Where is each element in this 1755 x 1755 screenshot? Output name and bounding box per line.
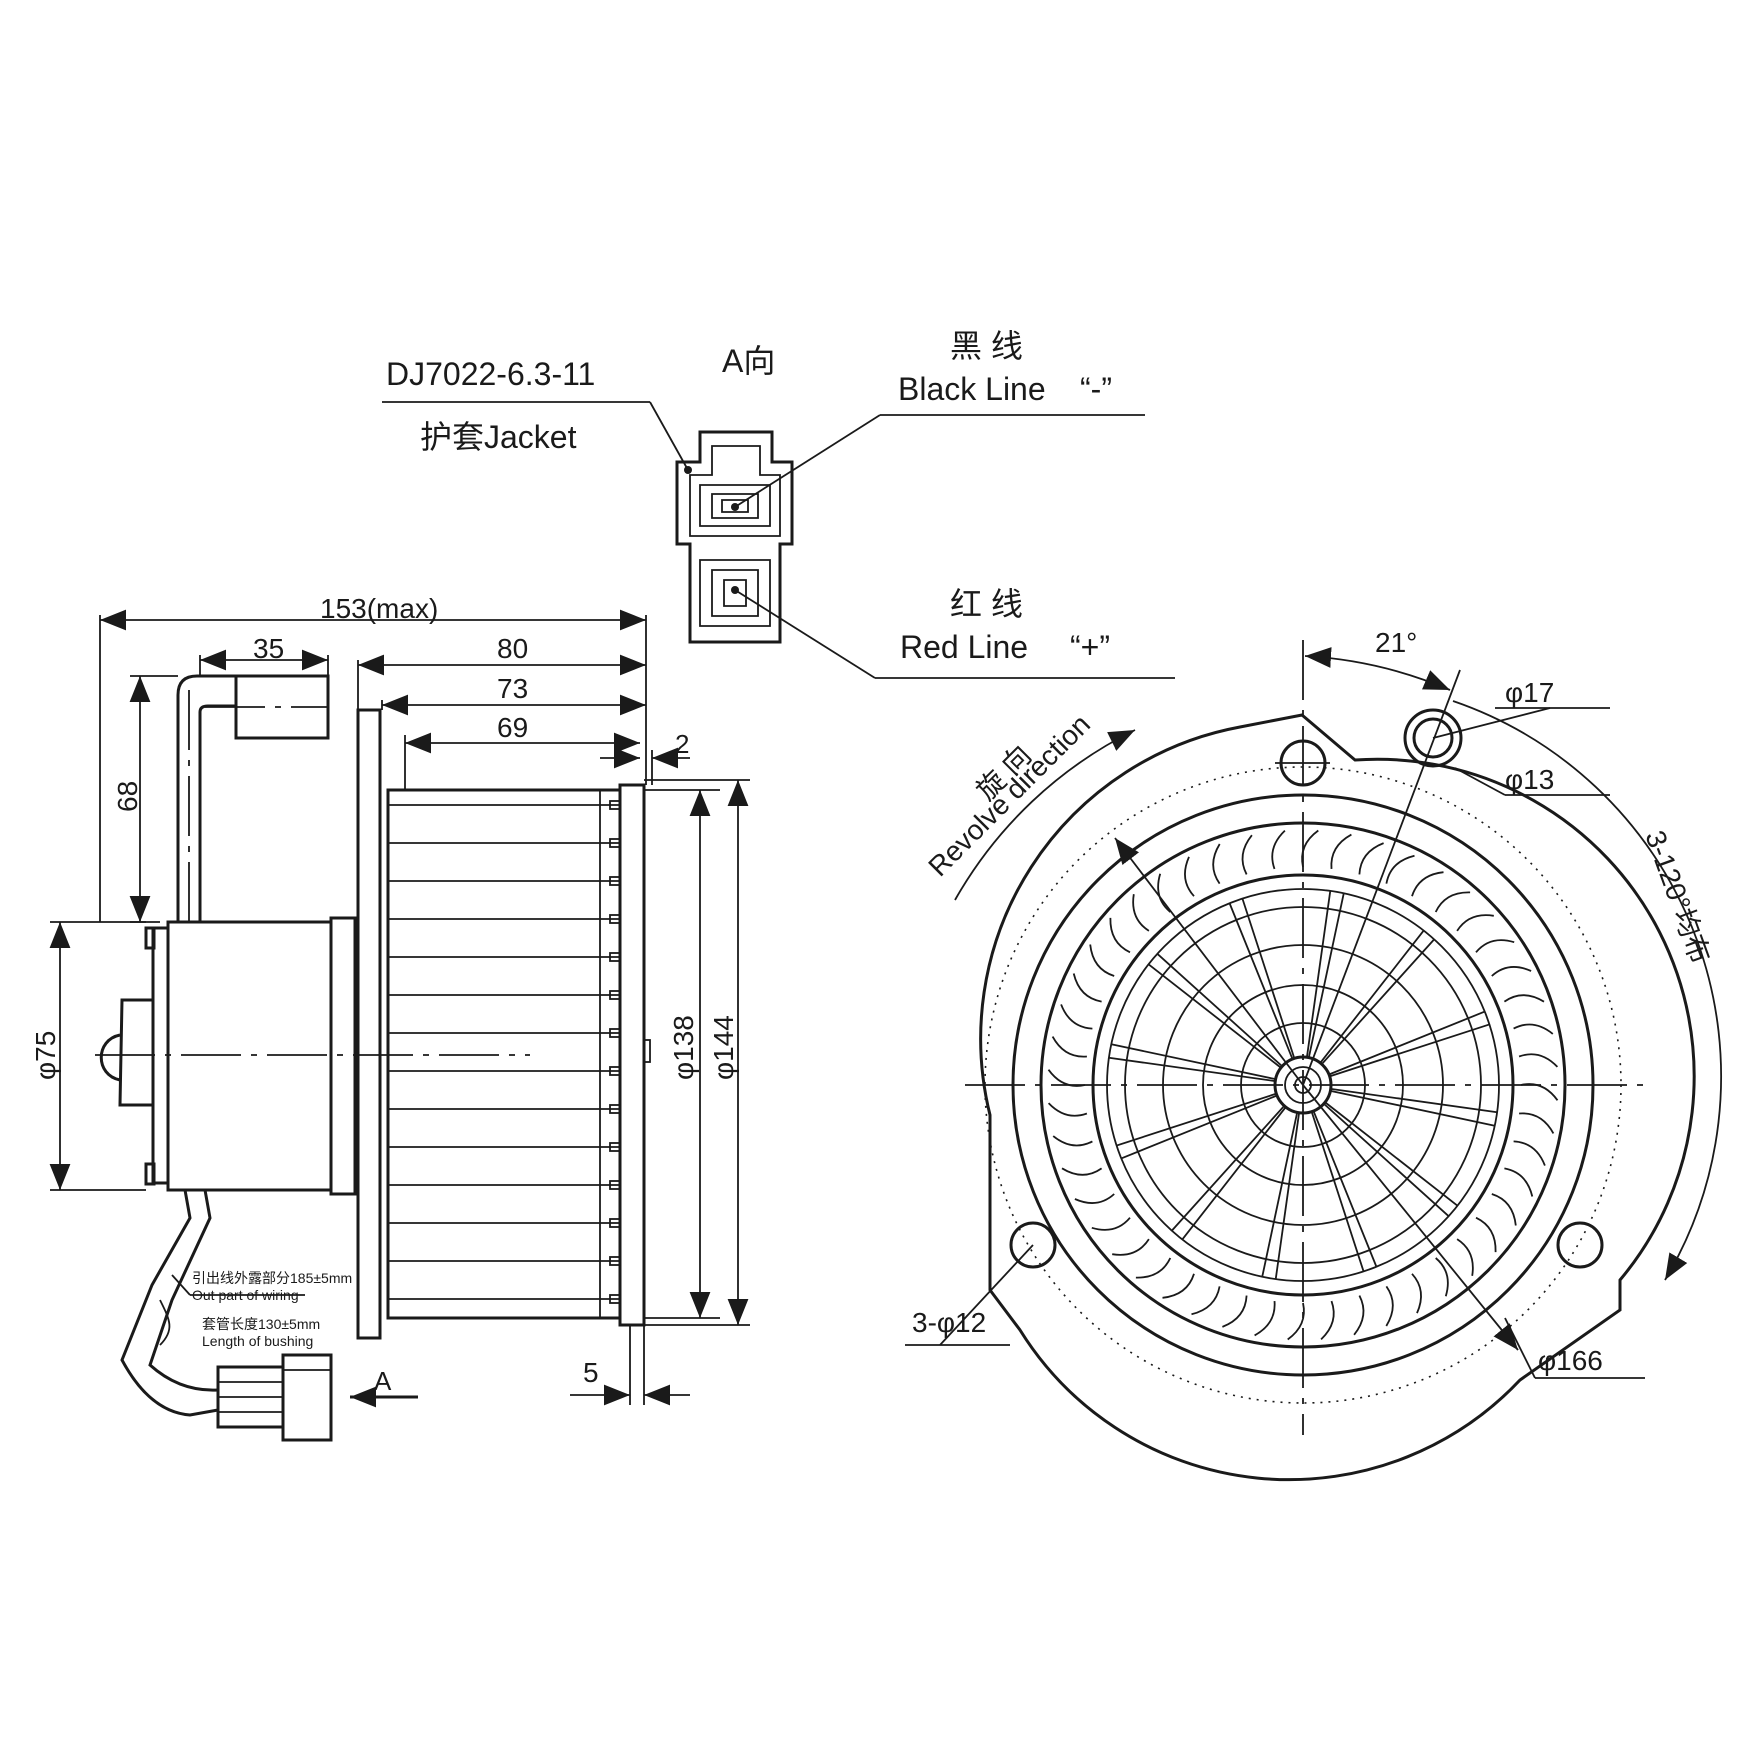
- dim-5: 5: [583, 1357, 599, 1388]
- wiring-cn-note: 引出线外露部分185±5mm: [192, 1270, 352, 1286]
- impeller-spokes: [1108, 890, 1498, 1280]
- dim-phi-166: φ166: [1538, 1345, 1603, 1376]
- black-line-sign: “-”: [1080, 371, 1112, 407]
- red-line-en-label: Red Line: [900, 629, 1028, 665]
- red-line-cn-label: 红 线: [950, 586, 1023, 622]
- hole-pattern-label: 3-120°均布: [1639, 826, 1716, 967]
- dim-overall-length: 153(max): [320, 593, 438, 624]
- black-line-cn-label: 黑 线: [950, 328, 1023, 364]
- dim-73: 73: [497, 673, 528, 704]
- dim-69: 69: [497, 712, 528, 743]
- bushing-cn-note: 套管长度130±5mm: [202, 1316, 320, 1332]
- view-a-label: A向: [722, 343, 775, 379]
- wiring-en-note: Out part of wiring: [192, 1287, 299, 1303]
- dim-68: 68: [112, 781, 143, 812]
- dim-phi-138: φ138: [668, 1015, 699, 1080]
- side-view: [49, 609, 750, 1442]
- part-number-label: DJ7022-6.3-11: [386, 356, 595, 392]
- holes-label: 3-φ12: [912, 1307, 986, 1338]
- dim-80: 80: [497, 633, 528, 664]
- dim-2: 2: [675, 729, 689, 759]
- jacket-label: 护套Jacket: [420, 419, 577, 455]
- dim-phi-144: φ144: [708, 1015, 739, 1080]
- bushing-en-note: Length of bushing: [202, 1333, 313, 1349]
- black-line-en-label: Black Line: [898, 371, 1046, 407]
- impeller-blades: [388, 800, 621, 1304]
- front-view: [905, 640, 1723, 1482]
- dim-phi-13: φ13: [1505, 764, 1554, 795]
- dim-phi-17: φ17: [1505, 677, 1554, 708]
- red-line-sign: “+”: [1070, 629, 1110, 665]
- view-arrow-label: A: [374, 1366, 392, 1396]
- connector-view: [382, 401, 1175, 679]
- dim-35: 35: [253, 633, 284, 664]
- rotation-en-label: Revolve direction: [922, 708, 1096, 882]
- dim-phi-75: φ75: [30, 1031, 61, 1080]
- angle-21-label: 21°: [1375, 627, 1417, 658]
